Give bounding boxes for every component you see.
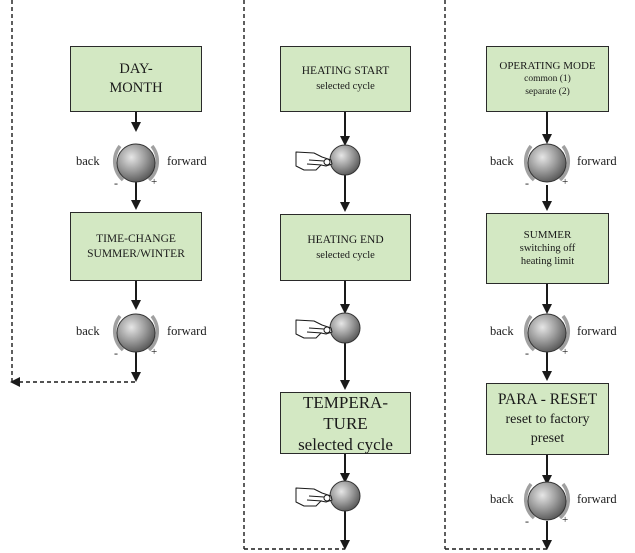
- para-reset-box: PARA - RESET reset to factory preset: [486, 383, 609, 455]
- hand-press-icon: [295, 319, 333, 339]
- box-label: PARA - RESET: [497, 391, 598, 408]
- back-label: back: [490, 492, 514, 506]
- time-change-box: TIME-CHANGE SUMMER/WINTER: [70, 212, 202, 281]
- box-label: DAY-: [119, 61, 153, 77]
- box-label: TIME-CHANGE: [96, 232, 176, 245]
- dashed-frame-lines: [11, 0, 547, 550]
- plus-sign: +: [151, 176, 158, 188]
- push-knob-icon[interactable]: [329, 312, 361, 344]
- box-label: selected cycle: [298, 434, 393, 454]
- minus-sign: -: [114, 346, 118, 360]
- back-label: back: [76, 324, 100, 338]
- heating-start-box: HEATING START selected cycle: [280, 46, 411, 112]
- hand-press-icon: [295, 487, 333, 507]
- box-label: heating limit: [520, 256, 575, 267]
- box-label: TURE: [323, 413, 368, 433]
- flow-arrows: [131, 112, 552, 550]
- rotary-knob-icon[interactable]: [523, 313, 571, 353]
- operating-mode-box: OPERATING MODE common (1) separate (2): [486, 46, 609, 112]
- box-label: OPERATING MODE: [499, 59, 596, 72]
- heating-end-box: HEATING END selected cycle: [280, 214, 411, 281]
- back-label: back: [490, 324, 514, 338]
- back-label: back: [76, 154, 100, 168]
- minus-sign: -: [525, 346, 529, 360]
- box-label: MONTH: [109, 80, 163, 96]
- rotary-knob-icon[interactable]: [523, 143, 571, 183]
- box-label: TEMPERA-: [303, 392, 388, 412]
- minus-sign: -: [525, 514, 529, 528]
- plus-sign: +: [562, 346, 569, 358]
- plus-sign: +: [151, 346, 158, 358]
- push-knob-icon[interactable]: [329, 144, 361, 176]
- forward-label: forward: [577, 492, 617, 506]
- forward-label: forward: [167, 324, 207, 338]
- minus-sign: -: [114, 176, 118, 190]
- plus-sign: +: [562, 176, 569, 188]
- forward-label: forward: [577, 154, 617, 168]
- box-label: selected cycle: [316, 81, 375, 92]
- box-label: SUMMER: [523, 229, 572, 241]
- rotary-knob-icon[interactable]: [112, 143, 160, 183]
- push-knob-icon[interactable]: [329, 480, 361, 512]
- summer-box: SUMMER switching off heating limit: [486, 213, 609, 284]
- box-label: separate (2): [525, 86, 570, 97]
- rotary-knob-icon[interactable]: [523, 481, 571, 521]
- temperature-box: TEMPERA- TURE selected cycle: [280, 392, 411, 454]
- forward-label: forward: [167, 154, 207, 168]
- back-label: back: [490, 154, 514, 168]
- hand-press-icon: [295, 151, 333, 171]
- box-label: reset to factory: [505, 412, 590, 427]
- box-label: selected cycle: [316, 249, 375, 261]
- plus-sign: +: [562, 514, 569, 526]
- box-label: HEATING START: [301, 65, 390, 77]
- day-month-box: DAY- MONTH: [70, 46, 202, 112]
- minus-sign: -: [525, 176, 529, 190]
- box-label: HEATING END: [307, 233, 384, 246]
- box-label: preset: [530, 431, 565, 446]
- rotary-knob-icon[interactable]: [112, 313, 160, 353]
- box-label: SUMMER/WINTER: [87, 247, 185, 260]
- forward-label: forward: [577, 324, 617, 338]
- return-arrow-head: [10, 377, 20, 387]
- box-label: switching off: [519, 243, 576, 254]
- box-label: common (1): [524, 73, 571, 84]
